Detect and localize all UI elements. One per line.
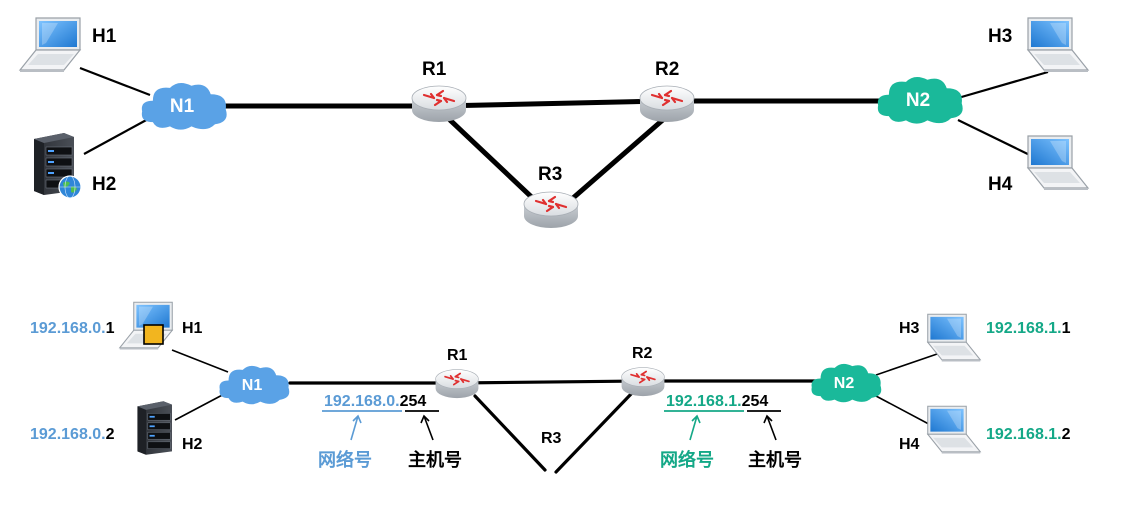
- ip-host-part: 2: [1062, 426, 1071, 443]
- h1-ip-address: 192.168.0.1: [30, 320, 115, 337]
- ip-network-part: 192.168.0.: [324, 393, 400, 410]
- h2-label: H2: [92, 174, 116, 195]
- top-backbone: [222, 98, 893, 208]
- link-h1-n1: [171, 349, 229, 373]
- r2-router-icon[interactable]: [620, 366, 666, 397]
- h4-ip-address: 192.168.1.2: [986, 426, 1071, 443]
- host-part-caption: 主机号: [408, 449, 462, 471]
- host-part-caption: 主机号: [748, 449, 802, 471]
- r1-label: R1: [447, 347, 468, 364]
- h4-laptop-icon[interactable]: [927, 405, 981, 455]
- network-part-arrow: [350, 414, 362, 441]
- r2-label: R2: [655, 59, 679, 80]
- h3-ip-address: 192.168.1.1: [986, 320, 1071, 337]
- r1-label: R1: [422, 59, 447, 80]
- r2-port-ip-breakdown: 192.168.1.254 网络号 主机号: [660, 393, 802, 471]
- r1-router-icon[interactable]: [434, 368, 480, 399]
- link-h3-n2: [875, 352, 941, 376]
- link-h2-n1: [83, 117, 151, 155]
- network-part-caption: 网络号: [660, 449, 714, 471]
- r2-port-ip: 192.168.1.254: [666, 393, 768, 410]
- n1-label: N1: [242, 377, 263, 394]
- ip-network-part: 192.168.1.: [986, 426, 1062, 443]
- r1-port-ip-breakdown: 192.168.0.254 网络号 主机号: [318, 393, 462, 471]
- link-h1-n1: [79, 66, 151, 97]
- h1-label: H1: [92, 26, 117, 47]
- h4-label: H4: [988, 174, 1013, 195]
- n2-label: N2: [906, 90, 930, 111]
- n2-cloud-icon[interactable]: N2: [811, 363, 882, 403]
- n1-cloud-icon[interactable]: N1: [219, 365, 290, 405]
- r2-label: R2: [632, 345, 653, 362]
- link-h4-n2: [957, 119, 1041, 161]
- h3-label: H3: [899, 320, 920, 337]
- ip-network-part: 192.168.1.: [986, 320, 1062, 337]
- link-h2-n1: [174, 391, 229, 421]
- link-r1-r3: [473, 394, 547, 472]
- top-links: [79, 66, 1049, 161]
- link-r1-r2: [454, 379, 642, 385]
- bottom-backbone: [288, 379, 820, 474]
- ip-network-part: 192.168.0.: [30, 320, 106, 337]
- n1-cloud-icon[interactable]: N1: [141, 82, 227, 130]
- h1-label: H1: [182, 320, 203, 337]
- host-part-arrow: [763, 414, 777, 441]
- h4-label: H4: [899, 436, 920, 453]
- link-r1-r2: [437, 98, 669, 109]
- h1-highlight-marker: [143, 324, 164, 345]
- r2-router-icon[interactable]: [638, 84, 696, 124]
- top-diagram: N1 N2 H1 H2 H3 H4 R1 R2 R3: [19, 17, 1089, 230]
- ip-host-part: 1: [1062, 320, 1071, 337]
- link-r2-r3: [562, 115, 668, 208]
- ip-host-part: 1: [106, 320, 115, 337]
- link-h3-n2: [957, 70, 1049, 100]
- host-part-arrow: [420, 414, 434, 441]
- ip-host-part: 254: [400, 393, 427, 410]
- ip-host-part: 254: [742, 393, 769, 410]
- r3-label: R3: [538, 164, 562, 185]
- ip-network-part: 192.168.0.: [30, 426, 106, 443]
- h2-ip-address: 192.168.0.2: [30, 426, 115, 443]
- link-r2-r3: [554, 391, 634, 474]
- n1-label: N1: [170, 96, 195, 117]
- r3-label: R3: [541, 430, 562, 447]
- bottom-diagram: N1 N2 H1 H2 H3 H4 R1 R2 R3 192.168.0.1 1…: [30, 301, 1071, 474]
- h3-label: H3: [988, 26, 1012, 47]
- h3-laptop-icon[interactable]: [1027, 17, 1089, 73]
- network-part-arrow: [689, 414, 701, 441]
- h2-server-icon[interactable]: [137, 400, 173, 456]
- r1-router-icon[interactable]: [410, 84, 468, 124]
- globe-icon: [58, 175, 82, 199]
- h4-laptop-icon[interactable]: [1027, 135, 1089, 191]
- r1-port-ip: 192.168.0.254: [324, 393, 426, 410]
- ip-host-part: 2: [106, 426, 115, 443]
- n2-label: N2: [834, 375, 855, 392]
- n2-cloud-icon[interactable]: N2: [877, 76, 963, 124]
- r3-router-icon[interactable]: [522, 190, 580, 230]
- h1-laptop-icon[interactable]: [19, 17, 81, 73]
- link-r1-r3: [447, 117, 543, 208]
- network-part-caption: 网络号: [318, 449, 372, 471]
- h2-label: H2: [182, 436, 203, 453]
- ip-network-part: 192.168.1.: [666, 393, 742, 410]
